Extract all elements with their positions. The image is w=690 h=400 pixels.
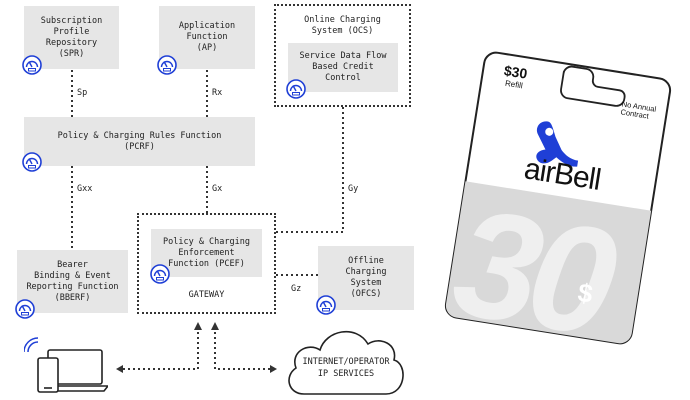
card-big-number: 30 bbox=[443, 176, 618, 368]
application-function-node: Application Function (AP) bbox=[159, 6, 255, 69]
interface-gx: Gx bbox=[212, 184, 223, 194]
gateway-container bbox=[137, 213, 276, 314]
internet-services-label: INTERNET/OPERATOR IP SERVICES bbox=[302, 357, 390, 379]
ofcs-label: Offline Charging System (OFCS) bbox=[345, 256, 387, 299]
gateway-label: GATEWAY bbox=[188, 290, 225, 300]
sdf-credit-control-node: Service Data Flow Based Credit Control bbox=[288, 43, 398, 92]
sdf-label: Service Data Flow Based Credit Control bbox=[299, 51, 387, 83]
interface-gy: Gy bbox=[348, 184, 359, 194]
cloud-icon bbox=[288, 330, 404, 395]
bberf-node: Bearer Binding & Event Reporting Functio… bbox=[17, 250, 128, 313]
speedometer-icon bbox=[150, 264, 170, 284]
ocs-title: Online Charging System (OCS) bbox=[304, 15, 381, 36]
speedometer-icon bbox=[157, 55, 177, 75]
laptop-phone-icon bbox=[24, 337, 108, 393]
speedometer-icon bbox=[316, 295, 336, 315]
pcrf-node: Policy & Charging Rules Function (PCRF) bbox=[24, 117, 255, 166]
interface-gxx: Gxx bbox=[77, 184, 93, 194]
speedometer-icon bbox=[22, 152, 42, 172]
bberf-label: Bearer Binding & Event Reporting Functio… bbox=[26, 259, 119, 303]
spr-label: Subscription Profile Repository (SPR) bbox=[40, 15, 103, 59]
ocs-container bbox=[274, 4, 411, 107]
prepaid-card-image bbox=[444, 51, 672, 346]
speedometer-icon bbox=[22, 55, 42, 75]
pcef-label: Policy & Charging Enforcement Function (… bbox=[163, 236, 250, 269]
interface-gz: Gz bbox=[291, 284, 302, 294]
interface-rx: Rx bbox=[212, 88, 223, 98]
spr-node: Subscription Profile Repository (SPR) bbox=[24, 6, 119, 69]
pcef-node: Policy & Charging Enforcement Function (… bbox=[151, 229, 262, 277]
speedometer-icon bbox=[286, 79, 306, 99]
af-label: Application Function (AP) bbox=[178, 21, 236, 53]
interface-sp: Sp bbox=[77, 88, 88, 98]
speedometer-icon bbox=[15, 299, 35, 319]
pcrf-label: Policy & Charging Rules Function (PCRF) bbox=[57, 130, 222, 152]
ofcs-node: Offline Charging System (OFCS) bbox=[318, 246, 414, 310]
